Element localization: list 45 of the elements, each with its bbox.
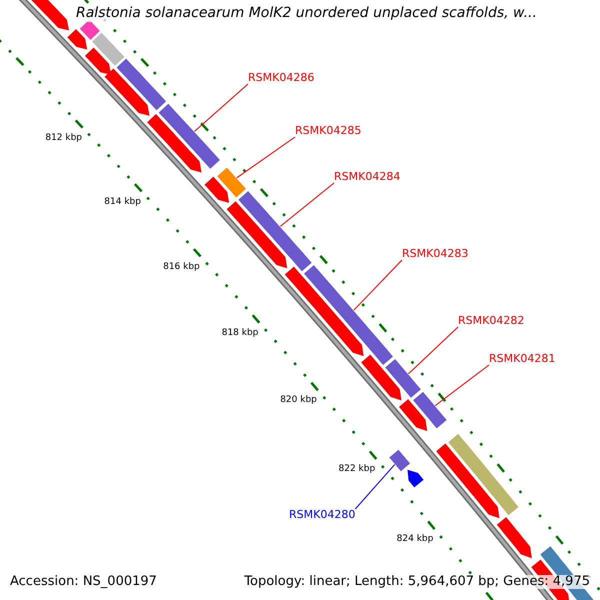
gene-bar	[385, 359, 421, 398]
tick-label: 824 kbp	[396, 532, 434, 545]
gene-feature	[284, 266, 364, 356]
gene-feature	[84, 48, 112, 75]
gene-feature	[104, 68, 150, 116]
leader-line	[434, 364, 490, 406]
gene-bar	[116, 58, 166, 110]
leader-line	[353, 260, 402, 311]
gene-label: RSMK04282	[458, 315, 524, 327]
tick-label: 816 kbp	[163, 260, 200, 273]
gene-bar	[92, 32, 124, 66]
gene-feature	[67, 29, 88, 50]
gene-label: RSMK04286	[248, 72, 314, 84]
gene-feature	[408, 470, 424, 488]
leader-line	[194, 84, 248, 132]
genome-info-text: Topology: linear; Length: 5,964,607 bp; Genes: 4,975	[244, 575, 590, 589]
leader-line	[354, 464, 396, 510]
gene-label: RSMK04285	[295, 125, 362, 137]
gene-label: RSMK04284	[334, 171, 400, 183]
tick-label: 814 kbp	[104, 196, 141, 208]
gene-bar	[448, 434, 518, 516]
gene-feature	[204, 176, 230, 203]
gene-bar	[158, 104, 220, 169]
gene-bar	[389, 450, 410, 472]
gene-bar	[217, 168, 246, 198]
leader-line	[280, 182, 334, 227]
gene-label: RSMK04281	[489, 353, 556, 365]
gene-bar	[413, 392, 447, 428]
tick-label: 822 kbp	[338, 462, 376, 475]
leader-line	[236, 136, 296, 178]
gene-bar	[238, 191, 312, 272]
gene-label: RSMK04280	[289, 509, 356, 521]
gene-feature	[399, 399, 428, 431]
gene-feature	[361, 354, 402, 400]
gene-bar	[304, 265, 393, 365]
gene-feature	[496, 517, 532, 558]
gene-feature	[226, 201, 288, 268]
tick-label: 818 kbp	[222, 326, 258, 339]
gene-feature	[147, 114, 202, 172]
gene-bar	[80, 20, 100, 40]
tick-label: 820 kbp	[280, 394, 317, 406]
gene-label: RSMK04283	[402, 248, 468, 260]
accession-text: Accession: NS_000197	[10, 575, 157, 589]
gene-feature	[436, 444, 500, 518]
tick-label: 812 kbp	[45, 132, 82, 144]
